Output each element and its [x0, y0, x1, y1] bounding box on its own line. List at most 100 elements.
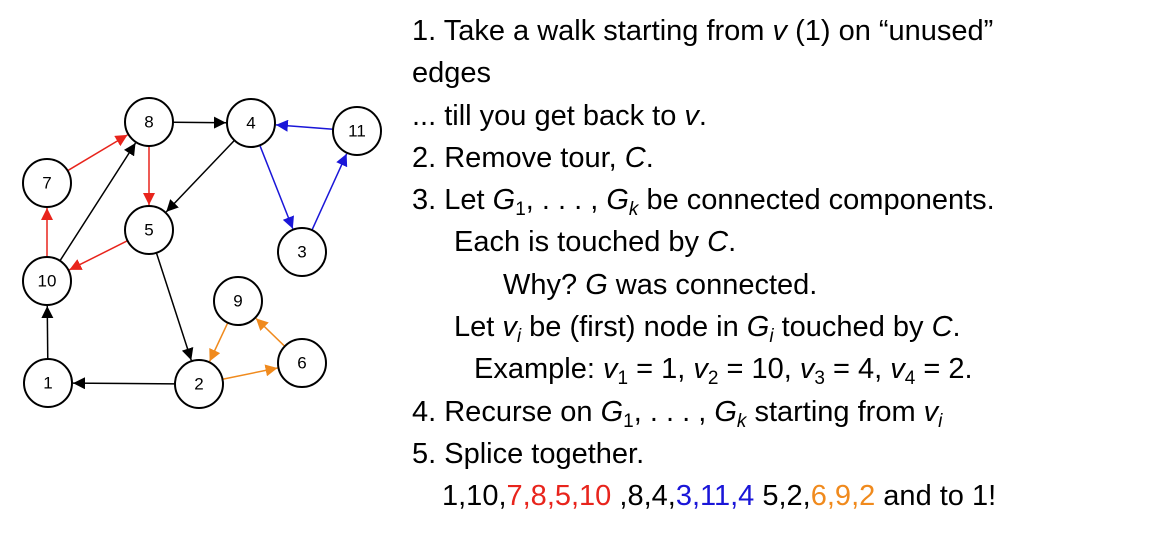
example-eq-4: = 2.	[915, 353, 973, 386]
step-5-text: 5. Splice together.	[412, 437, 645, 470]
var-v: v	[772, 15, 788, 47]
var-g: G	[606, 184, 629, 217]
edge-6-9	[255, 317, 286, 347]
example-eq-1: = 1,	[628, 353, 694, 386]
edge-11-4	[275, 119, 334, 132]
period: .	[698, 99, 707, 132]
node-circle	[332, 106, 382, 156]
var-c: C	[931, 311, 953, 344]
step-1-text-b: (1) on “unused”	[787, 15, 994, 47]
till-back-text: ... till you get back to	[412, 99, 685, 132]
subscript: i	[769, 326, 774, 348]
node-label: 10	[38, 272, 57, 291]
node-circle	[277, 338, 327, 388]
seq-part-black-3: 5,2,	[754, 480, 811, 513]
edge-4-5	[165, 139, 235, 213]
tour-sequence: 1,10,7,8,5,10 ,8,4,3,11,4 5,2,6,9,2 and …	[412, 475, 1162, 517]
step-1-line-3: ... till you get back to v.	[412, 95, 1162, 137]
ellipsis: , . . . ,	[525, 184, 607, 217]
node-10: 10	[22, 256, 72, 306]
subscript: 1	[515, 199, 526, 221]
period: .	[952, 311, 961, 344]
let-text-c: touched by	[773, 311, 932, 344]
var-v: v	[602, 353, 618, 386]
example-line: Example: v1 = 1, v2 = 10, v3 = 4, v4 = 2…	[412, 348, 1162, 390]
subscript: 1	[617, 368, 629, 390]
step-2-line: 2. Remove tour, C.	[412, 137, 1162, 179]
subscript: i	[938, 410, 943, 432]
seq-part-black-1: 1,10,	[442, 480, 507, 513]
period: .	[645, 141, 654, 174]
subscript: k	[736, 410, 747, 432]
node-circle	[174, 359, 224, 409]
edge-7-8	[67, 134, 128, 172]
let-text: Let	[454, 311, 503, 344]
edges	[41, 116, 348, 390]
var-g: G	[492, 184, 516, 217]
step-3-line: 3. Let G1, . . . , Gk be connected compo…	[412, 179, 1162, 221]
node-label: 3	[297, 243, 306, 262]
var-c: C	[624, 141, 646, 174]
step-4-text-b: starting from	[746, 395, 924, 428]
seq-part-black-2: ,8,4,	[611, 480, 676, 513]
subscript: 4	[904, 368, 916, 390]
step-5-line: 5. Splice together.	[412, 433, 1162, 475]
node-label: 4	[246, 114, 255, 133]
node-5: 5	[124, 205, 174, 255]
step-1-line: 1. Take a walk starting from v (1) on “u…	[412, 10, 1162, 52]
seq-part-blue: 3,11,4	[675, 480, 755, 513]
node-label: 7	[42, 174, 51, 193]
step-3-text: 3. Let	[412, 184, 493, 217]
seq-part-red: 7,8,5,10	[506, 480, 612, 513]
seq-part-orange: 6,9,2	[810, 480, 876, 513]
edge-9-2	[208, 322, 229, 362]
edge-5-10	[69, 240, 128, 271]
step-1-text: 1. Take a walk starting from	[412, 15, 773, 47]
var-v: v	[502, 311, 517, 344]
var-v: v	[923, 395, 939, 428]
subscript: i	[516, 326, 522, 348]
edge-1-10	[41, 305, 54, 360]
node-circle	[124, 205, 174, 255]
node-6: 6	[277, 338, 327, 388]
seq-part-black-4: and to 1!	[875, 480, 997, 513]
var-g: G	[600, 395, 624, 428]
var-g: G	[585, 268, 608, 301]
node-8: 8	[124, 97, 174, 147]
edge-5-2	[155, 252, 194, 361]
example-eq-3: = 4,	[824, 353, 891, 386]
node-label: 9	[233, 292, 242, 311]
var-g: G	[746, 311, 770, 344]
why-line: Why? G was connected.	[412, 264, 1162, 306]
step-4-text: 4. Recurse on	[412, 395, 601, 428]
example-eq-2: = 10,	[718, 353, 800, 386]
node-circle	[124, 97, 174, 147]
step-4-line: 4. Recurse on G1, . . . , Gk starting fr…	[412, 391, 1162, 433]
edge-4-3	[259, 145, 294, 230]
node-circle	[22, 256, 72, 306]
explanation-text: 1. Take a walk starting from v (1) on “u…	[412, 10, 1162, 518]
touched-line: Each is touched by C.	[412, 221, 1162, 263]
var-v: v	[799, 353, 815, 386]
var-v: v	[693, 353, 708, 386]
node-circle	[213, 276, 263, 326]
node-circle	[22, 158, 72, 208]
ellipsis: , . . . ,	[633, 395, 715, 428]
edge-8-4	[172, 116, 227, 129]
var-v: v	[890, 353, 905, 386]
edge-2-6	[222, 364, 278, 380]
var-g: G	[714, 395, 737, 428]
node-11: 11	[332, 106, 382, 156]
subscript: 2	[707, 368, 719, 390]
touched-text: Each is touched by	[454, 226, 708, 259]
step-3-text-b: be connected components.	[638, 184, 995, 217]
node-label: 5	[144, 221, 153, 240]
subscript: k	[628, 199, 639, 221]
why-text-b: was connected.	[607, 268, 818, 301]
step-2-text: 2. Remove tour,	[412, 141, 625, 174]
edge-3-11	[311, 153, 348, 231]
node-circle	[23, 358, 73, 408]
node-1: 1	[23, 358, 73, 408]
